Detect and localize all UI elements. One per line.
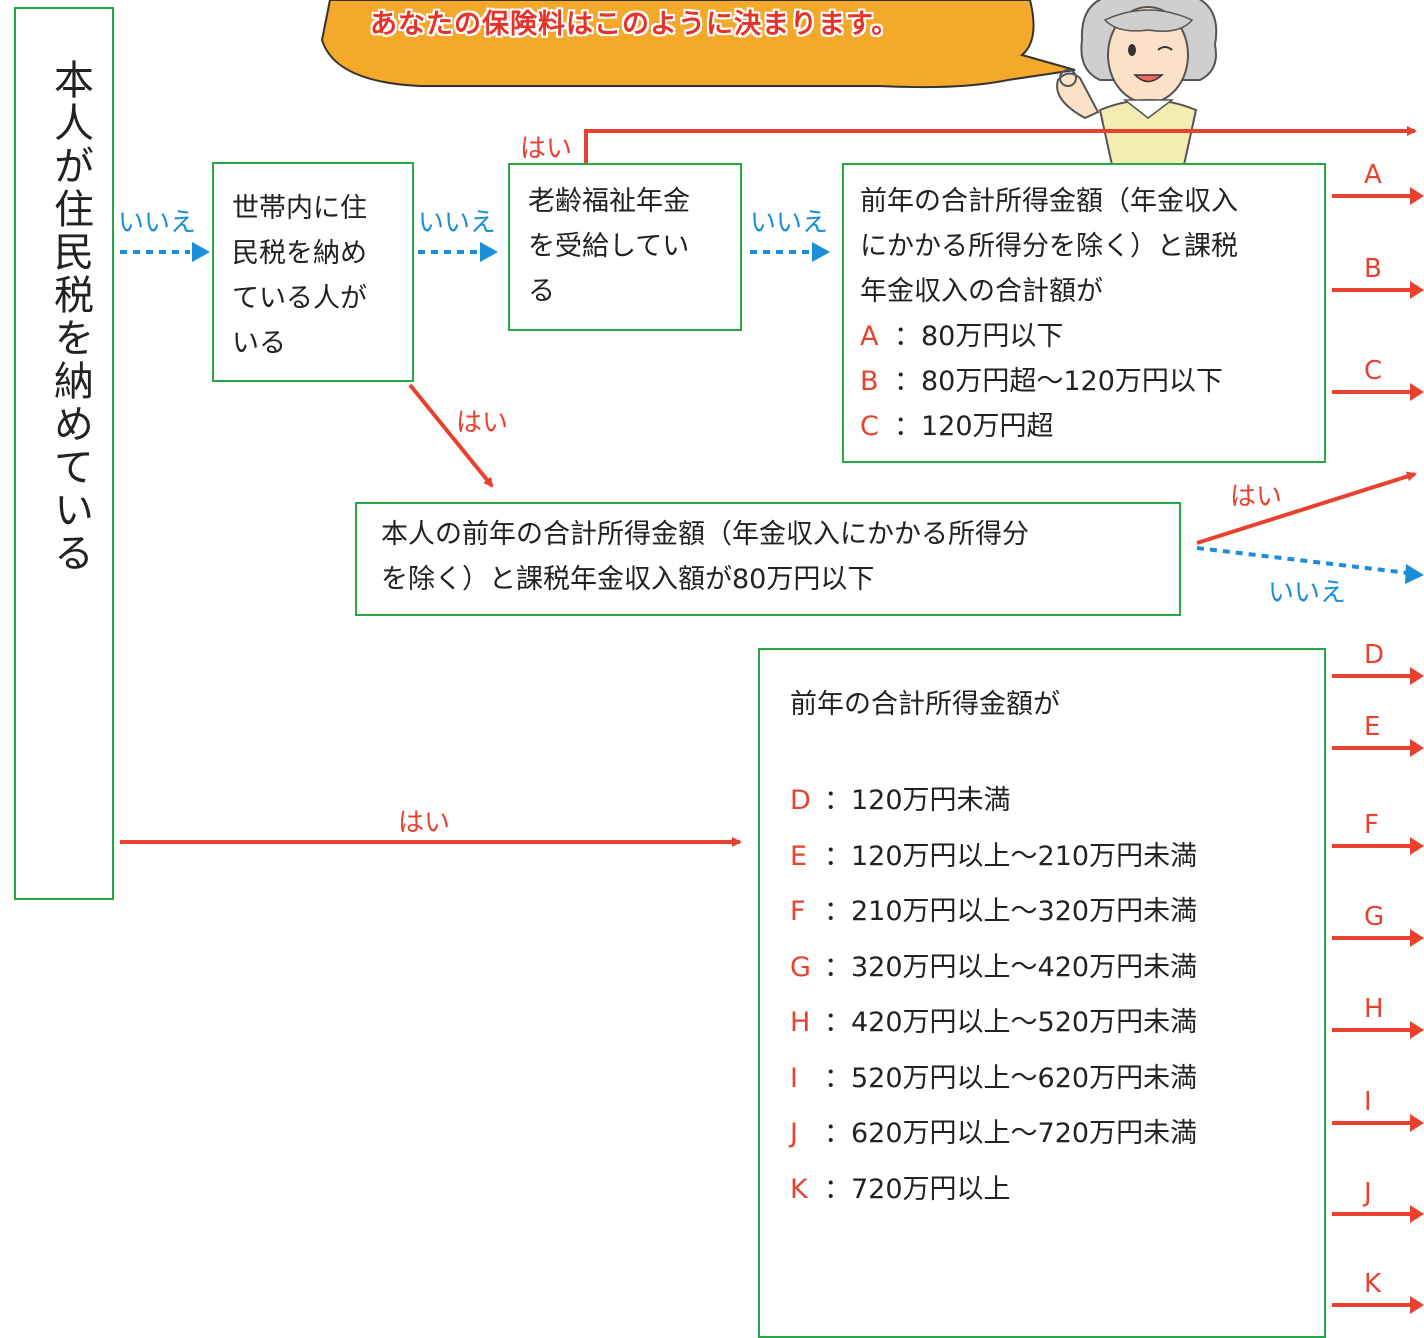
result-arrowhead: [1410, 383, 1424, 401]
income-line-2: にかかる所得分を除く）と課税: [860, 231, 1238, 262]
option-key: E: [790, 840, 808, 872]
option-key: J: [790, 1118, 798, 1149]
start-box: 本人が住民税を納めている: [14, 7, 114, 900]
result-arrowhead: [1410, 281, 1424, 299]
option-h: H ：420万円以上〜520万円未満: [790, 1000, 1197, 1045]
result-letter-k: K: [1364, 1269, 1382, 1299]
option-key: D: [790, 785, 811, 816]
yes-label-household: はい: [456, 408, 509, 438]
option-text: ：80万円以下: [894, 321, 1064, 352]
option-b: B ：80万円超〜120万円以下: [860, 359, 1223, 404]
no-label-pension: いいえ: [750, 208, 829, 238]
self-income-line-2: を除く）と課税年金収入額が80万円以下: [381, 564, 875, 595]
yes-arrows: [120, 383, 1417, 847]
option-k: K ：720万円以上: [790, 1167, 1011, 1212]
result-arrowhead: [1410, 1205, 1424, 1223]
pension-line-3: る: [528, 276, 555, 307]
result-arrowhead: [1410, 929, 1424, 947]
no-label-start: いいえ: [118, 208, 197, 238]
yes-arrow-pension: [584, 126, 1417, 165]
option-text: ：320万円以上〜420万円未満: [824, 951, 1198, 983]
option-key: I: [790, 1062, 798, 1094]
start-box-label: 本人が住民税を納めている: [47, 59, 93, 575]
option-g: G ：320万円以上〜420万円未満: [790, 945, 1197, 990]
pension-line-2: を受給してい: [528, 231, 690, 262]
speech-bubble: [320, 0, 1076, 89]
yes-label-pension: はい: [520, 134, 573, 164]
result-letter-e: E: [1364, 712, 1381, 742]
self-income-box: 本人の前年の合計所得金額（年金収入にかかる所得分 を除く）と課税年金収入額が80…: [355, 502, 1181, 616]
option-text: ：520万円以上〜620万円未満: [824, 1062, 1198, 1094]
option-f: F ：210万円以上〜320万円未満: [790, 889, 1197, 934]
option-text: ：80万円超〜120万円以下: [894, 366, 1223, 397]
no-label-self: いいえ: [1268, 578, 1347, 608]
option-key: H: [790, 1007, 811, 1038]
result-letter-c: C: [1364, 356, 1383, 386]
option-text: ：420万円以上〜520万円未満: [824, 1007, 1198, 1038]
option-key: G: [790, 951, 811, 983]
yes-label-self: はい: [1230, 482, 1283, 512]
option-j: J ：620万円以上〜720万円未満: [790, 1111, 1197, 1156]
income-dk-box: 前年の合計所得金額が D ：120万円未満 E ：120万円以上〜210万円未満 F ：2…: [758, 648, 1326, 1338]
household-box: 世帯内に住 民税を納め ている人が いる: [212, 162, 414, 382]
self-income-line-1: 本人の前年の合計所得金額（年金収入にかかる所得分: [381, 519, 1029, 550]
no-label-household: いいえ: [418, 208, 497, 238]
result-letter-j: J: [1364, 1178, 1372, 1208]
option-i: I ：520万円以上〜620万円未満: [790, 1056, 1197, 1101]
no-arrows: [120, 250, 1409, 575]
option-a: A ：80万円以下: [860, 314, 1063, 359]
option-key: B: [860, 366, 879, 397]
result-arrowhead: [1410, 1114, 1424, 1132]
result-letter-i: I: [1364, 1087, 1372, 1117]
yes-label-start: はい: [398, 808, 451, 838]
option-c: C ：120万円超: [860, 404, 1054, 449]
result-arrowhead: [1410, 667, 1424, 685]
option-text: ：120万円超: [894, 411, 1054, 442]
option-text: ：120万円以上〜210万円未満: [824, 840, 1198, 872]
option-text: ：210万円以上〜320万円未満: [824, 896, 1198, 927]
option-e: E ：120万円以上〜210万円未満: [790, 834, 1197, 879]
option-key: A: [860, 321, 879, 352]
option-key: C: [860, 411, 879, 442]
result-letter-g: G: [1364, 902, 1385, 932]
result-letter-b: B: [1364, 254, 1382, 284]
option-key: K: [790, 1173, 808, 1205]
household-line-4: いる: [232, 328, 286, 359]
income-line-3: 年金収入の合計額が: [860, 276, 1103, 307]
result-letter-a: A: [1364, 160, 1382, 190]
pension-line-1: 老齢福祉年金: [528, 186, 690, 217]
option-key: F: [790, 896, 806, 927]
banner-title: あなたの保険料はこのように決まります。: [370, 9, 900, 40]
result-arrows: [1332, 187, 1424, 1314]
income-abc-box: 前年の合計所得金額（年金収入 にかかる所得分を除く）と課税 年金収入の合計額が …: [842, 163, 1326, 463]
option-text: ：120万円未満: [824, 785, 1011, 816]
option-text: ：720万円以上: [824, 1173, 1011, 1205]
result-arrowhead: [1410, 1296, 1424, 1314]
household-line-3: ている人が: [232, 283, 367, 314]
option-d: D ：120万円未満: [790, 778, 1011, 823]
income-line-1: 前年の合計所得金額（年金収入: [860, 186, 1238, 217]
option-text: ：620万円以上〜720万円未満: [824, 1118, 1198, 1149]
dk-title: 前年の合計所得金額が: [790, 689, 1060, 720]
result-arrowhead: [1410, 187, 1424, 205]
result-arrowhead: [1410, 837, 1424, 855]
result-letter-h: H: [1364, 994, 1384, 1024]
result-letter-f: F: [1364, 810, 1379, 840]
pension-box: 老齢福祉年金 を受給してい る: [508, 163, 742, 331]
no-arrowheads: [192, 242, 1424, 584]
result-arrowhead: [1410, 1021, 1424, 1039]
result-arrowhead: [1410, 739, 1424, 757]
household-line-2: 民税を納め: [232, 238, 367, 269]
grandmother-illustration-icon: [1056, 0, 1218, 166]
household-line-1: 世帯内に住: [232, 193, 367, 224]
result-letter-d: D: [1364, 640, 1385, 670]
